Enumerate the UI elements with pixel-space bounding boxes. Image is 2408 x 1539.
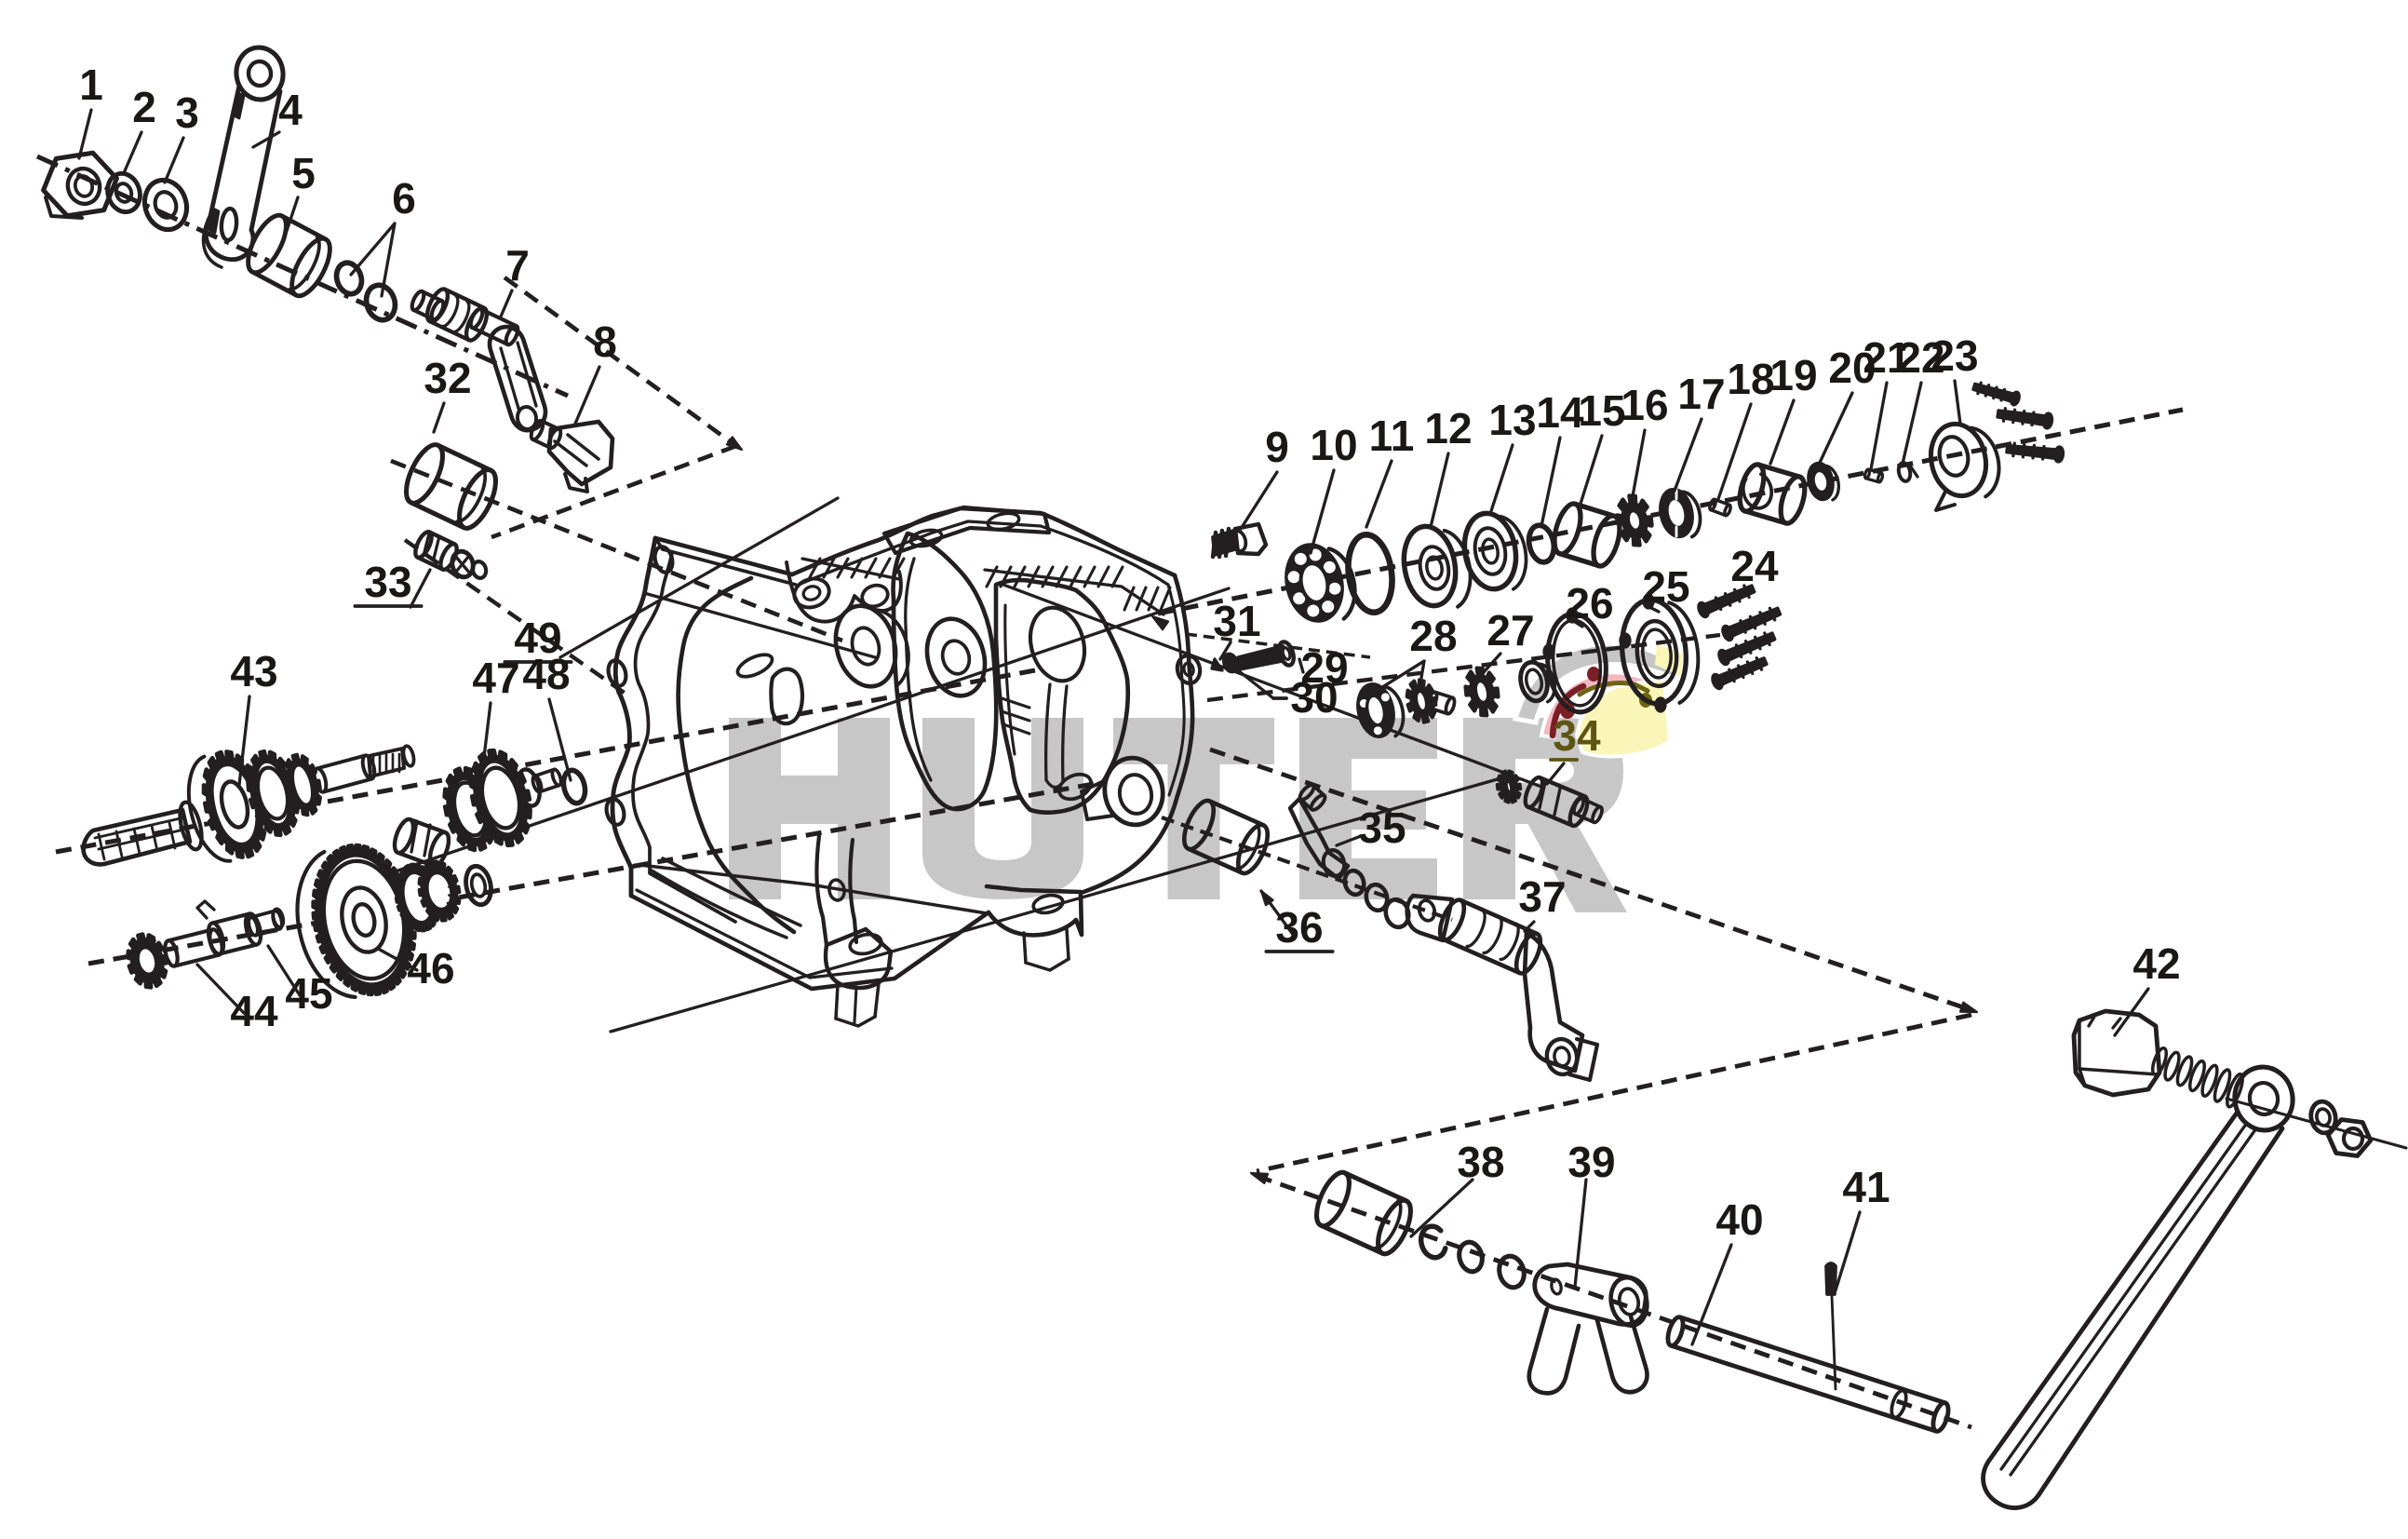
svg-text:40: 40 xyxy=(1715,1195,1763,1244)
svg-text:29: 29 xyxy=(1300,643,1348,692)
svg-text:41: 41 xyxy=(1842,1163,1890,1211)
svg-text:27: 27 xyxy=(1487,606,1534,655)
svg-text:15: 15 xyxy=(1578,386,1625,435)
svg-text:36: 36 xyxy=(1275,903,1323,952)
svg-text:37: 37 xyxy=(1518,872,1566,921)
svg-text:10: 10 xyxy=(1310,421,1357,469)
svg-text:23: 23 xyxy=(1930,331,1978,380)
svg-text:45: 45 xyxy=(285,969,332,1018)
svg-text:44: 44 xyxy=(230,987,278,1035)
svg-text:25: 25 xyxy=(1642,562,1689,611)
svg-text:31: 31 xyxy=(1213,597,1260,645)
svg-text:16: 16 xyxy=(1621,381,1668,429)
svg-text:13: 13 xyxy=(1488,396,1536,444)
svg-text:35: 35 xyxy=(1358,803,1406,852)
svg-text:5: 5 xyxy=(291,149,316,197)
svg-text:14: 14 xyxy=(1536,388,1584,437)
svg-text:22: 22 xyxy=(1897,333,1944,382)
svg-text:48: 48 xyxy=(522,650,570,698)
svg-text:2: 2 xyxy=(132,83,156,131)
svg-text:9: 9 xyxy=(1265,423,1289,471)
svg-text:33: 33 xyxy=(364,558,411,606)
svg-text:20: 20 xyxy=(1828,344,1876,392)
svg-text:3: 3 xyxy=(175,88,199,137)
svg-text:11: 11 xyxy=(1369,412,1415,460)
svg-text:24: 24 xyxy=(1730,542,1779,590)
svg-text:7: 7 xyxy=(505,241,530,290)
svg-text:4: 4 xyxy=(278,86,303,134)
svg-text:28: 28 xyxy=(1409,612,1457,660)
svg-text:34: 34 xyxy=(1553,711,1601,760)
svg-text:26: 26 xyxy=(1566,579,1613,628)
svg-text:38: 38 xyxy=(1457,1138,1504,1186)
svg-text:47: 47 xyxy=(472,654,519,702)
svg-text:6: 6 xyxy=(392,174,416,223)
svg-text:42: 42 xyxy=(2132,939,2180,988)
svg-text:43: 43 xyxy=(230,647,277,695)
svg-text:39: 39 xyxy=(1567,1138,1615,1186)
svg-text:19: 19 xyxy=(1769,351,1817,399)
svg-text:32: 32 xyxy=(424,354,471,402)
svg-text:21: 21 xyxy=(1863,333,1910,382)
svg-text:12: 12 xyxy=(1424,404,1472,452)
svg-text:49: 49 xyxy=(514,614,561,662)
svg-text:8: 8 xyxy=(593,317,617,366)
svg-text:1: 1 xyxy=(79,61,103,109)
svg-text:18: 18 xyxy=(1727,355,1774,403)
svg-text:17: 17 xyxy=(1677,370,1725,418)
svg-text:30: 30 xyxy=(1290,673,1338,722)
